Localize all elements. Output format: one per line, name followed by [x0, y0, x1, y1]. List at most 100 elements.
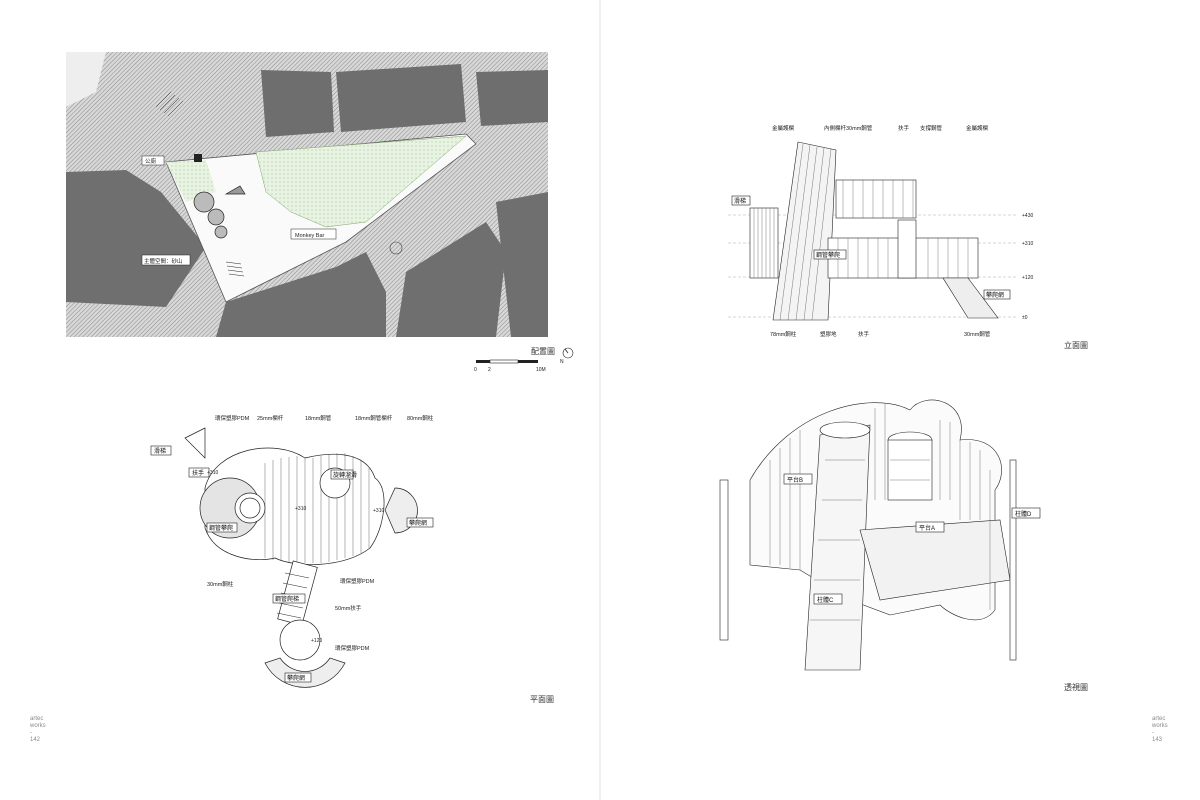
perspective-pickets — [769, 404, 991, 621]
slide-chute — [184, 427, 206, 459]
north-label: N — [560, 359, 564, 365]
floor-plan-drawing: 環保塑膠PDM 25mm欄杆 18mm鋼管 18mm鋼管欄杆 80mm鋼柱 30… — [145, 408, 455, 698]
el-callout-8: 30mm鋼管 — [964, 330, 991, 338]
fp-level-1: +310 — [295, 506, 306, 512]
el-callout-2: 扶手 — [898, 124, 910, 132]
elevation-svg: 金屬護欄 內側欄杆30mm鋼管 扶手 支撐鋼管 金屬護欄 78mm鋼柱 塑膠地 … — [728, 124, 1033, 338]
el-level-3: ±0 — [1022, 315, 1028, 321]
scale-mid: 2 — [488, 367, 491, 373]
right-folio-line-1: works — [1152, 723, 1168, 729]
floor-plan-svg: 環保塑膠PDM 25mm欄杆 18mm鋼管 18mm鋼管欄杆 80mm鋼柱 30… — [150, 414, 434, 688]
post-left — [719, 479, 729, 641]
fp-tag-6: 攀爬網 — [287, 674, 305, 682]
lower-platform — [279, 619, 321, 661]
fp-tag-4: 攀爬網 — [409, 519, 427, 527]
building-bottom-1 — [216, 252, 386, 337]
stairs-marks — [155, 91, 245, 277]
bridge-ladder — [277, 560, 318, 626]
floor-plan-caption: 平面圖 — [530, 695, 554, 704]
elevation-callouts: 金屬護欄 內側欄杆30mm鋼管 扶手 支撐鋼管 金屬護欄 78mm鋼柱 塑膠地 … — [770, 124, 991, 338]
fp-tag-0: 滑梯 — [154, 447, 166, 455]
lower-climb-net — [264, 657, 346, 688]
right-folio: artec works - 143 — [1152, 716, 1168, 744]
el-level-2: +120 — [1022, 275, 1033, 281]
fp-level-2: +310 — [373, 508, 384, 514]
perspective-caption: 透視圖 — [1064, 683, 1088, 692]
fp-level-3: +120 — [311, 638, 322, 644]
fp-callout-0: 環保塑膠PDM — [215, 414, 250, 422]
floor-plan-tags: 滑梯 旋轉溜滑 鋼管攀爬 攀爬網 鋼管爬梯 攀爬網 扶手 — [150, 445, 434, 683]
site-plan-drawing: 公廁 Monkey Bar 主體空間：砂山 — [66, 52, 548, 337]
el-callout-7: 扶手 — [858, 330, 870, 338]
label-monkey-bar-text: Monkey Bar — [295, 233, 325, 239]
fp-callout-8: 環保塑膠PDM — [335, 644, 370, 652]
elevation-tags: 滑梯 鋼管攀爬 攀爬網 — [731, 195, 1011, 300]
fp-tag-1: 扶手 — [192, 469, 204, 477]
lawn-area — [255, 135, 467, 228]
scale-bar-seg-2 — [489, 359, 519, 364]
road-edge — [66, 52, 106, 107]
ps-tag-3: 柱體C — [817, 596, 834, 604]
building-top-1 — [261, 70, 334, 137]
fp-callout-7: 50mm扶手 — [335, 604, 362, 612]
fp-callout-6: 環保塑膠PDM — [340, 577, 375, 585]
el-level-0: +430 — [1022, 213, 1033, 219]
scale-start: 0 — [474, 367, 477, 373]
scale-bar-seg-3 — [518, 360, 538, 363]
perspective-svg: 平台B 平台A 柱體D 柱體C — [719, 399, 1041, 671]
fp-tag-5: 鋼管爬梯 — [275, 595, 299, 603]
play-structure-plan — [193, 185, 246, 239]
inclined-slide-tower — [772, 141, 837, 321]
post-right — [1009, 459, 1017, 661]
climb-net-ramp — [942, 277, 999, 319]
north-arrow-icon — [562, 347, 574, 359]
building-right — [496, 192, 548, 337]
el-tag-0: 滑梯 — [734, 197, 746, 205]
el-callout-6: 塑膠地 — [820, 330, 837, 338]
building-left — [66, 170, 206, 307]
site-plan-scale: 0 2 10M N — [470, 342, 580, 374]
el-callout-0: 金屬護欄 — [772, 124, 795, 132]
label-main-structure-text: 主體空間：砂山 — [144, 257, 183, 265]
right-folio-line-2: - — [1152, 730, 1154, 736]
railing-pickets — [753, 143, 969, 321]
floor-plan-levels: +310 +310 +310 +120 — [207, 470, 384, 644]
building-top-3 — [476, 70, 548, 126]
perspective-drawing: 平台B 平台A 柱體D 柱體C — [710, 380, 1060, 685]
label-main-structure: 主體空間：砂山 — [141, 254, 191, 266]
el-tag-2: 攀爬網 — [986, 291, 1004, 299]
building-bottom-2 — [396, 222, 506, 337]
scale-bar-seg-1 — [476, 360, 490, 363]
scale-end: 10M — [536, 367, 546, 373]
ps-tag-2: 柱體D — [1015, 510, 1032, 518]
right-folio-line-3: 143 — [1152, 737, 1163, 743]
label-monkey-bar: Monkey Bar — [290, 228, 337, 240]
elevation-drawing: 金屬護欄 內側欄杆30mm鋼管 扶手 支撐鋼管 金屬護欄 78mm鋼柱 塑膠地 … — [728, 120, 1058, 342]
el-tag-1: 鋼管攀爬 — [816, 251, 840, 259]
fp-callout-2: 18mm鋼管 — [305, 414, 332, 422]
right-folio-line-0: artec — [1152, 716, 1166, 722]
fp-tag-3: 鋼管攀爬 — [209, 524, 233, 532]
site-plan-svg: 公廁 Monkey Bar 主體空間：砂山 — [66, 52, 548, 337]
el-callout-1: 內側欄杆30mm鋼管 — [824, 124, 873, 132]
ps-tag-1: 平台A — [919, 524, 935, 532]
elevation-caption: 立面圖 — [1064, 341, 1088, 350]
el-callout-5: 78mm鋼柱 — [770, 330, 797, 338]
left-folio-line-1: works — [30, 723, 46, 729]
scale-bar-svg: 0 2 10M N — [474, 347, 574, 373]
left-folio-line-3: 142 — [30, 737, 41, 743]
ladder-mid — [897, 219, 917, 279]
el-callout-4: 金屬護欄 — [966, 124, 989, 132]
label-toilet-text: 公廁 — [145, 157, 157, 165]
floor-plan-callouts: 環保塑膠PDM 25mm欄杆 18mm鋼管 18mm鋼管欄杆 80mm鋼柱 30… — [207, 414, 434, 652]
perspective-tags: 平台B 平台A 柱體D 柱體C — [783, 473, 1041, 605]
label-toilet: 公廁 — [141, 155, 165, 166]
left-railing-block — [749, 207, 779, 279]
tree-mark — [389, 241, 403, 255]
left-folio-line-0: artec — [30, 716, 44, 722]
fp-tag-2: 旋轉溜滑 — [333, 471, 357, 479]
fp-callout-3: 18mm鋼管欄杆 — [355, 414, 393, 422]
ps-tag-0: 平台B — [787, 476, 803, 484]
lawn-corner — [166, 160, 216, 202]
